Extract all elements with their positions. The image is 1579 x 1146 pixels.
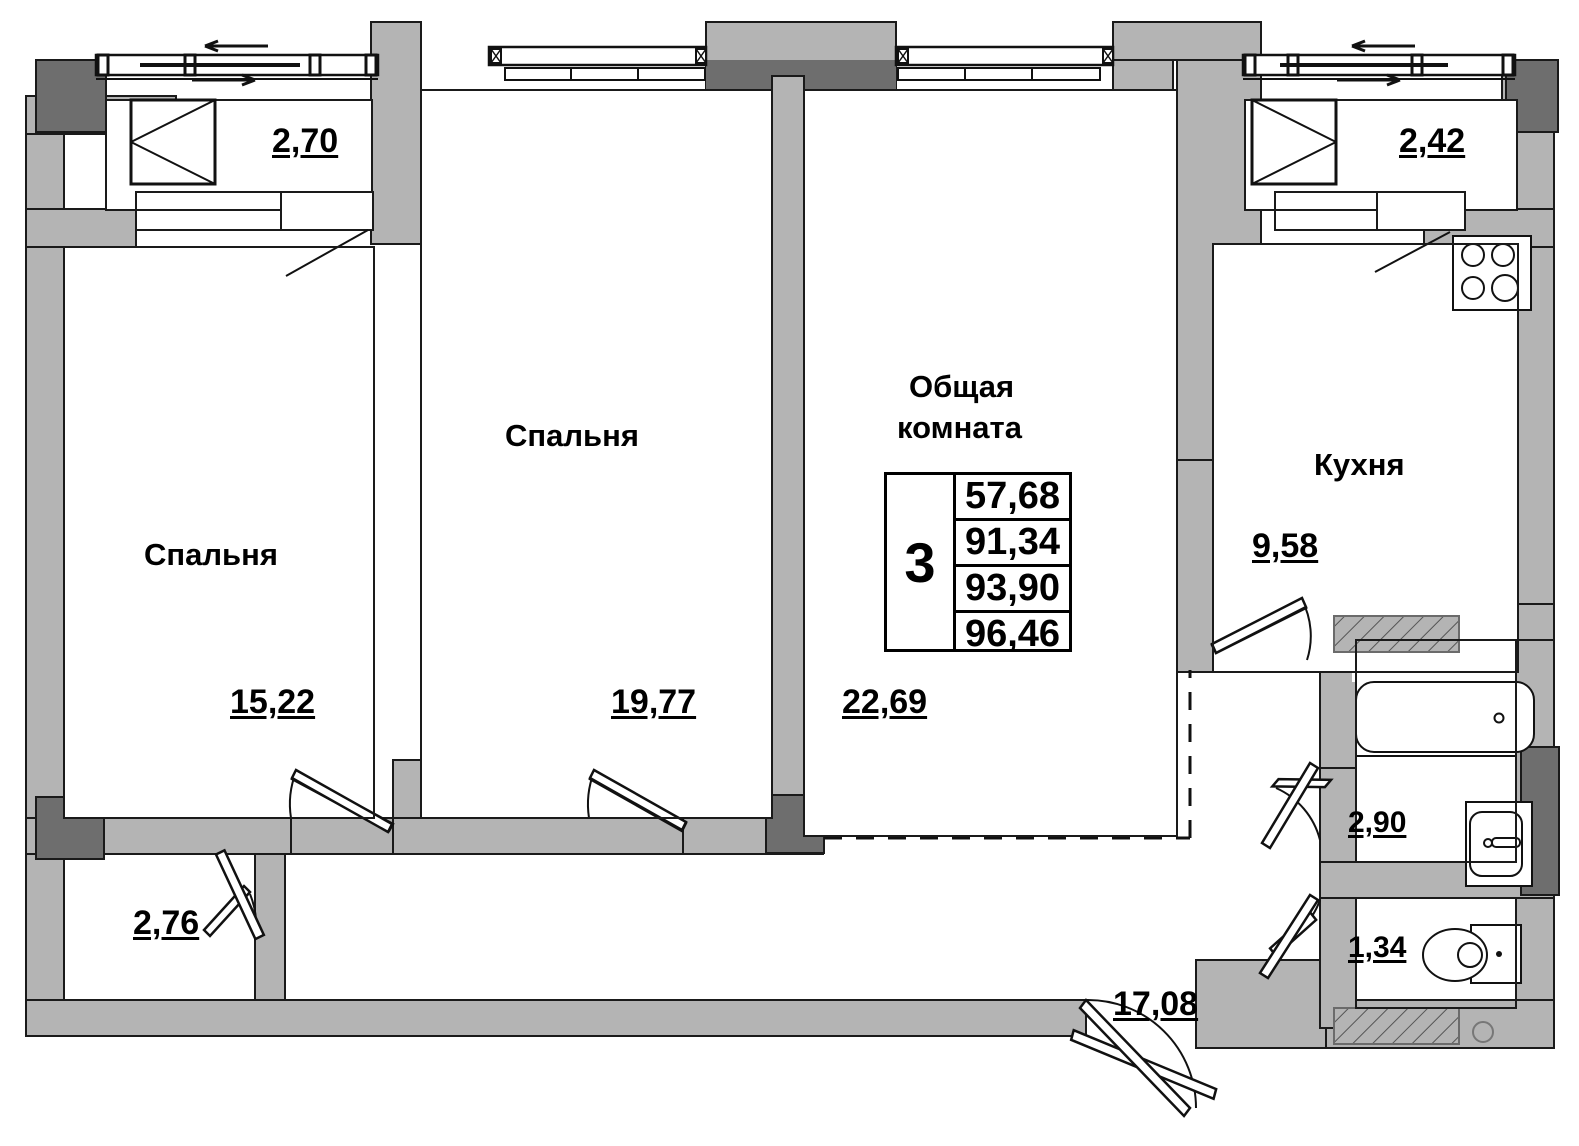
balcony-right <box>1241 39 1518 273</box>
stove-icon <box>1452 235 1532 311</box>
vent-shaft-top <box>1333 615 1460 653</box>
room-name-bedroom-left: Спальня <box>144 537 278 572</box>
fixtures-layer <box>1333 235 1535 1045</box>
balcony-left <box>94 39 380 277</box>
rooms-count-cell: 3 <box>887 475 956 649</box>
area-hallway: 17,08 <box>1113 985 1199 1023</box>
area-bathroom: 2,90 <box>1348 806 1407 839</box>
areas-column: 57,68 91,34 93,90 96,46 <box>956 475 1069 655</box>
door-leaves <box>214 596 1320 1118</box>
door-leaf-bedroom-left <box>290 768 394 834</box>
room-name-bedroom-middle: Спальня <box>505 418 639 453</box>
kitchen-fill <box>1213 244 1518 672</box>
open-boundary <box>824 670 1192 840</box>
area-balcony-right: 2,42 <box>1399 122 1466 160</box>
riser-circle <box>1472 1021 1494 1043</box>
summary-area-2: 93,90 <box>964 567 1061 609</box>
room-name-kitchen: Кухня <box>1314 447 1405 482</box>
area-cell-total-3: 96,46 <box>956 613 1069 656</box>
door-leaf-entrance <box>1078 998 1192 1118</box>
pier-top-left <box>35 59 107 133</box>
bedroom-middle-fill <box>421 90 772 818</box>
area-balcony-left: 2,70 <box>272 122 339 160</box>
door-leaf-bedroom-middle <box>588 768 688 832</box>
bathtub-icon <box>1352 672 1535 757</box>
door-leaf-storage <box>214 848 266 941</box>
room-fills <box>64 90 1518 836</box>
summary-area-0: 57,68 <box>964 475 1061 517</box>
rooms-count: 3 <box>904 530 936 594</box>
summary-info-box: 3 57,68 91,34 93,90 96,46 <box>884 472 1072 655</box>
area-bedroom-middle: 19,77 <box>611 683 697 721</box>
area-wc: 1,34 <box>1348 931 1407 964</box>
room-name-living-room-line1: Общая <box>909 369 1015 404</box>
area-storage: 2,76 <box>133 904 200 942</box>
door-leaf-wc <box>1258 893 1320 980</box>
room-name-living-room-line2: комната <box>897 410 1022 445</box>
door-leaf-kitchen <box>1210 596 1308 655</box>
window-living-room <box>894 45 1115 91</box>
area-living-room: 22,69 <box>842 683 928 721</box>
toilet-icon <box>1422 924 1522 984</box>
vent-shaft-bottom <box>1333 1007 1460 1045</box>
sink-icon <box>1465 801 1533 887</box>
area-bedroom-left: 15,22 <box>230 683 316 721</box>
living-room-fill <box>804 90 1177 836</box>
floor-edges <box>63 89 1519 1009</box>
summary-area-1: 91,34 <box>964 521 1061 563</box>
summary-area-3: 96,46 <box>964 613 1061 655</box>
door-leaf-bathroom <box>1260 761 1320 850</box>
area-cell-living: 57,68 <box>956 475 1069 521</box>
bedroom-left-fill <box>64 247 374 818</box>
area-kitchen: 9,58 <box>1252 527 1319 565</box>
window-bedroom-middle <box>487 45 708 91</box>
area-cell-total-2: 93,90 <box>956 567 1069 613</box>
area-cell-total-1: 91,34 <box>956 521 1069 567</box>
